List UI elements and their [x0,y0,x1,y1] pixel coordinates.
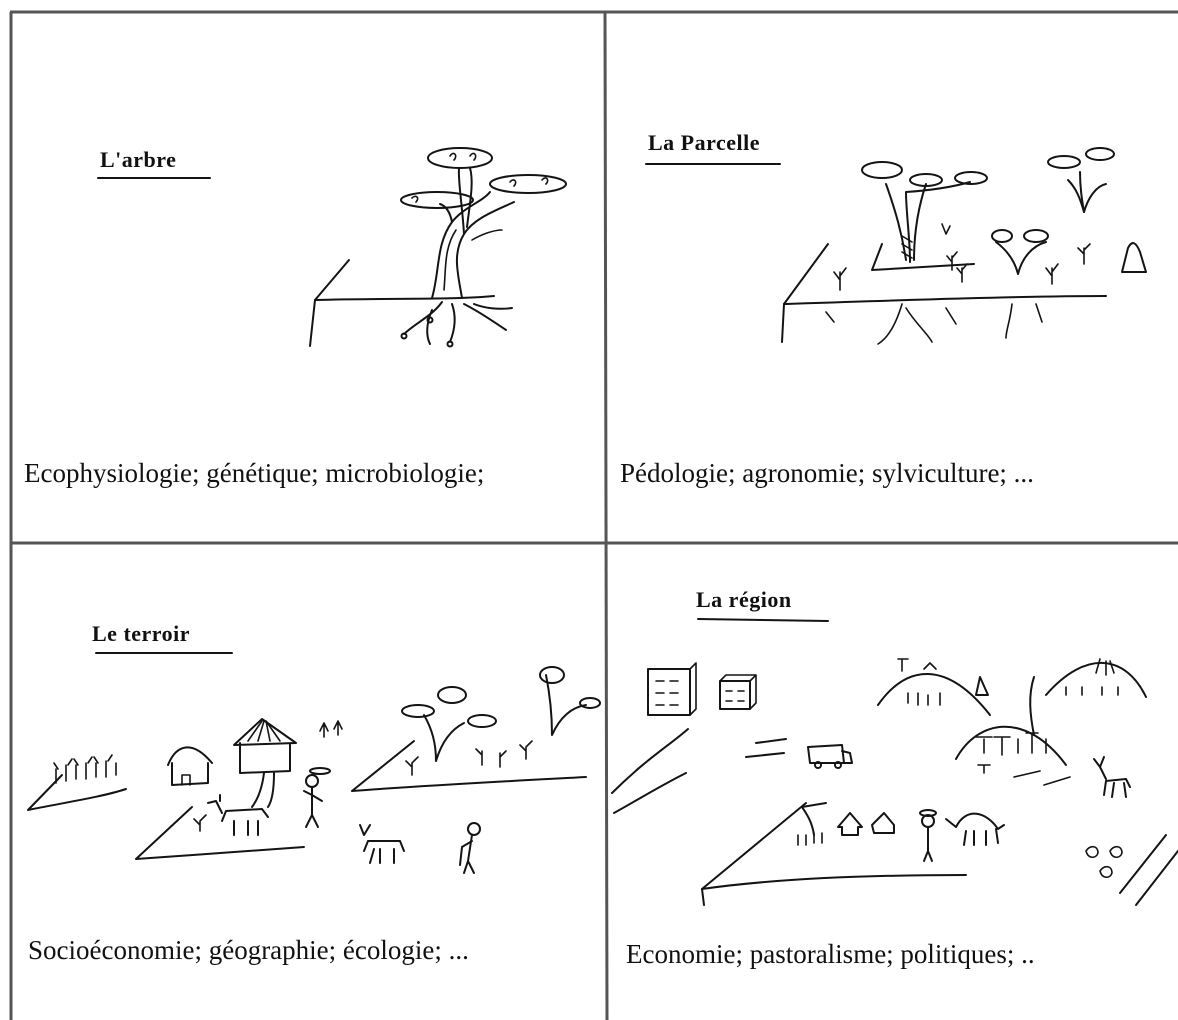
canopy [401,192,473,208]
person-head [468,823,480,835]
hill [878,674,990,715]
seedling [406,741,532,775]
seedling [1078,244,1090,264]
hill-trees [898,659,940,705]
canopy [580,698,600,708]
camel [946,814,1004,845]
canopy [1048,156,1080,168]
root-nodule [448,342,453,347]
ground-line [784,244,828,304]
seedling [942,224,950,234]
person-load [310,768,330,774]
canopy [438,687,466,703]
truck-wheel [815,762,821,768]
field [352,741,586,791]
truck [808,745,852,763]
seedling [834,268,846,290]
person [304,787,322,827]
deer [1094,757,1130,797]
building [648,669,690,715]
hill [956,727,1066,765]
canopy-detail [412,153,548,202]
tree [802,803,826,835]
tree-trunk [457,202,514,298]
person [460,835,474,873]
canopy [1086,148,1114,160]
path [252,773,274,807]
road [614,773,686,813]
seedling [194,815,206,831]
road [612,729,688,793]
animal [1086,847,1122,878]
truck-wheel [835,762,841,768]
crops [798,833,822,845]
seedling [957,264,967,282]
root [474,304,512,309]
field-edge [702,889,704,905]
root [404,302,442,334]
tree [1030,677,1034,735]
hut [872,813,894,833]
canopy [540,667,564,683]
seedling [1046,264,1058,284]
canopy [428,148,492,168]
panel-parcelle: La Parcelle Pédologie; agronomie [606,12,1178,542]
seedling [947,252,957,270]
building [720,681,750,709]
panel-terroir: Le terroir S [12,545,604,1020]
canopy [468,715,496,727]
root [826,304,1042,344]
panel-region: La région [606,545,1178,1020]
shrub-canopy [992,230,1012,242]
crops [54,755,116,783]
road [746,739,786,757]
field-line [872,244,974,270]
river [1120,835,1178,905]
panel-arbre: L'arbre Ecophysiologie; génétique; micro… [12,12,604,542]
panel-caption: Economie; pastoralisme; politiques; .. [626,939,1035,970]
tree-branch [459,168,464,234]
bird [320,721,342,737]
hut-thatch [248,721,280,741]
cow [208,795,268,835]
root-nodule [402,334,407,339]
shrub [996,242,1046,274]
ground-line [784,296,1106,304]
bark-line [472,230,502,240]
tree [424,715,464,761]
tree-trunk [886,182,970,262]
ground-edge [310,300,315,346]
root [450,304,455,342]
person [924,827,932,861]
bark-line [444,230,456,290]
log [978,765,1070,785]
hill [1046,663,1146,697]
root-nodule [428,318,433,323]
field [136,807,304,859]
goat [360,825,404,863]
ground-line [315,296,494,300]
field [28,775,126,810]
canopy [402,705,434,717]
hut [838,813,862,835]
person-head [306,775,318,787]
canopy [490,175,566,193]
ground-edge [782,304,784,342]
ground-line [315,260,349,300]
tree [976,677,988,695]
panel-caption: Ecophysiologie; génétique; microbiologie… [24,458,484,489]
panel-caption: Socioéconomie; géographie; écologie; ... [28,935,469,966]
termite-mound [1122,243,1146,272]
hut [234,719,296,773]
tree-trunk [1068,180,1106,212]
shrub-canopy [1024,230,1048,242]
panel-caption: Pédologie; agronomie; sylviculture; ... [620,458,1034,489]
canopy [955,172,987,184]
title-underline [698,619,828,621]
canopy [862,162,902,178]
